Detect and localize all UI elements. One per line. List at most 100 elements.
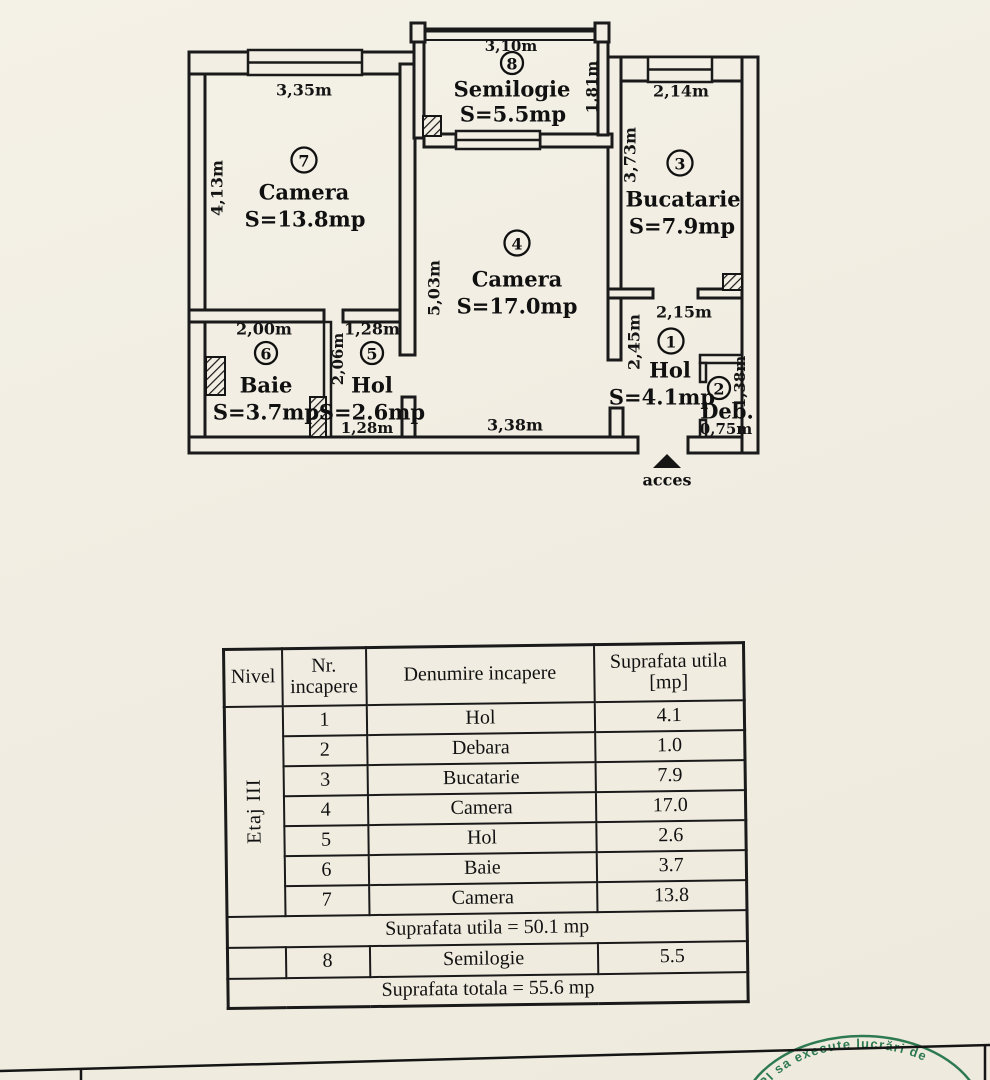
- cell-name: Hol: [367, 821, 597, 855]
- cell-area: 13.8: [596, 879, 747, 912]
- dim-label: 3,35m: [276, 81, 332, 100]
- window-camera7: [246, 48, 364, 77]
- cell-area: 3.7: [596, 849, 747, 882]
- cell-area: 5.5: [597, 940, 748, 974]
- pier-bucatarie: [722, 273, 743, 291]
- access-marker: acces: [642, 454, 692, 490]
- pier-hol5: [309, 396, 327, 438]
- room-name-semilogie: Semilogie: [454, 77, 571, 102]
- room-name-camera4: Camera: [472, 267, 563, 292]
- balcony-rail: [409, 21, 611, 44]
- wall-camera4-rightblock: [606, 55, 623, 362]
- wall-bottom-left: [187, 435, 640, 455]
- badge-circle-1: [657, 327, 685, 355]
- wall-bucatarie-bottom-right: [696, 287, 744, 300]
- room-number: 1: [665, 333, 676, 352]
- dim-label: 1,81m: [583, 61, 601, 114]
- dim-label: 2,06m: [329, 333, 347, 386]
- badge-circle-6: [253, 340, 279, 366]
- room-name-bucatarie: Bucatarie: [625, 187, 740, 212]
- wall-debara-left-lower: [698, 418, 708, 439]
- wall-hol5-stub: [400, 395, 417, 439]
- header-nr-incapere: Nr. incapere: [281, 647, 367, 706]
- footer-top-rule: [0, 1043, 990, 1073]
- room-area-camera4: S=17.0mp: [457, 294, 578, 319]
- wall-debara-left-upper: [698, 361, 708, 384]
- dim-label: 2,15m: [656, 303, 712, 322]
- window-bucatarie: [646, 55, 714, 84]
- stamp-ellipse: [753, 1034, 971, 1080]
- access-arrow-icon: [653, 454, 681, 468]
- cell-name: Camera: [368, 881, 597, 915]
- cell-name: Bucatarie: [367, 761, 596, 795]
- cell-nr: 3: [283, 764, 368, 796]
- room-name-hol5: Hol: [351, 373, 393, 398]
- total-row: Suprafata totala = 55.6 mp: [227, 971, 749, 1009]
- room-number: 7: [298, 152, 309, 171]
- badge-circle-4: [503, 229, 531, 257]
- table-header-row: Nivel Nr. incapere Denumire incapere Sup…: [223, 642, 745, 707]
- room-name-baie: Baie: [240, 373, 293, 398]
- cell-area: 7.9: [595, 759, 746, 792]
- masonry-piers: [205, 115, 743, 438]
- badge-circle-5: [359, 340, 385, 366]
- cell-nr: 6: [284, 854, 369, 886]
- room-number: 4: [511, 235, 522, 254]
- access-label: acces: [642, 471, 691, 490]
- room-number: 3: [674, 155, 685, 174]
- badge-circle-7: [290, 146, 318, 174]
- cell-name: Baie: [368, 851, 597, 885]
- rail-post-right: [593, 21, 611, 44]
- header-suprafata: Suprafata utila [mp]: [593, 642, 745, 702]
- room-number: 5: [366, 345, 377, 364]
- dim-label: 1,28m: [344, 320, 400, 339]
- dim-label: 2,00m: [236, 320, 292, 339]
- windows: [246, 48, 714, 151]
- cell-name: Hol: [366, 701, 595, 735]
- wall-entrance-stub: [608, 406, 625, 439]
- room-area-baie: S=3.7mp: [213, 400, 319, 425]
- room-number-texts: 7 8 3 4 6 5 1 2: [260, 55, 724, 399]
- header-nivel: Nivel: [223, 648, 283, 707]
- cell-name: Semilogie: [369, 942, 598, 977]
- pier-balcony: [422, 115, 442, 137]
- dim-label: 4,13m: [208, 160, 227, 216]
- wall-debara-top: [698, 353, 744, 365]
- room-name-debara: Deb.: [700, 399, 754, 424]
- dim-label: 3,10m: [485, 37, 538, 55]
- room-area-hol1: S=4.1mp: [609, 385, 715, 410]
- header-denumire: Denumire incapere: [365, 644, 595, 705]
- dimension-labels: 3,35m 4,13m 3,10m 1,81m 2,14m 3,73m 5,03…: [208, 37, 753, 438]
- wall-camera7-baie-left: [187, 308, 326, 324]
- dim-label: 5,03m: [425, 260, 444, 316]
- stamp-text: NCPI sa execute lucrări de: [745, 1036, 930, 1080]
- room-number: 6: [260, 345, 271, 364]
- room-area-hol5: S=2.6mp: [319, 400, 425, 425]
- header-suprafata-line2: [mp]: [649, 671, 689, 694]
- wall-camera7-camera4: [398, 62, 417, 357]
- room-area-semilogie: S=5.5mp: [460, 102, 566, 127]
- cell-nr: 2: [282, 734, 368, 766]
- header-nr-line1: Nr.: [311, 654, 337, 677]
- dim-label: 1,28m: [341, 419, 394, 437]
- total-cell: Suprafata totala = 55.6 mp: [227, 971, 749, 1009]
- cell-nr: 1: [282, 704, 367, 736]
- badge-circle-2: [706, 375, 732, 401]
- nivel-label: Etaj III: [242, 778, 266, 844]
- cell-nr: 8: [285, 945, 370, 978]
- rail-post-left: [409, 21, 427, 44]
- badge-circle-8: [499, 50, 525, 76]
- dim-label: 2,45m: [625, 314, 644, 370]
- room-name-hol1: Hol: [649, 358, 691, 383]
- room-area-camera7: S=13.8mp: [245, 207, 366, 232]
- dim-label: 1,38m: [731, 356, 749, 409]
- room-area-bucatarie: S=7.9mp: [629, 214, 735, 239]
- dim-label: 2,14m: [653, 82, 709, 101]
- window-semilogie-camera4: [454, 129, 542, 151]
- cell-area: 1.0: [594, 729, 746, 762]
- official-stamp: NCPI sa execute lucrări de: [745, 1034, 971, 1080]
- cell-area: 2.6: [595, 819, 747, 852]
- nivel-cell: Etaj III: [224, 705, 286, 917]
